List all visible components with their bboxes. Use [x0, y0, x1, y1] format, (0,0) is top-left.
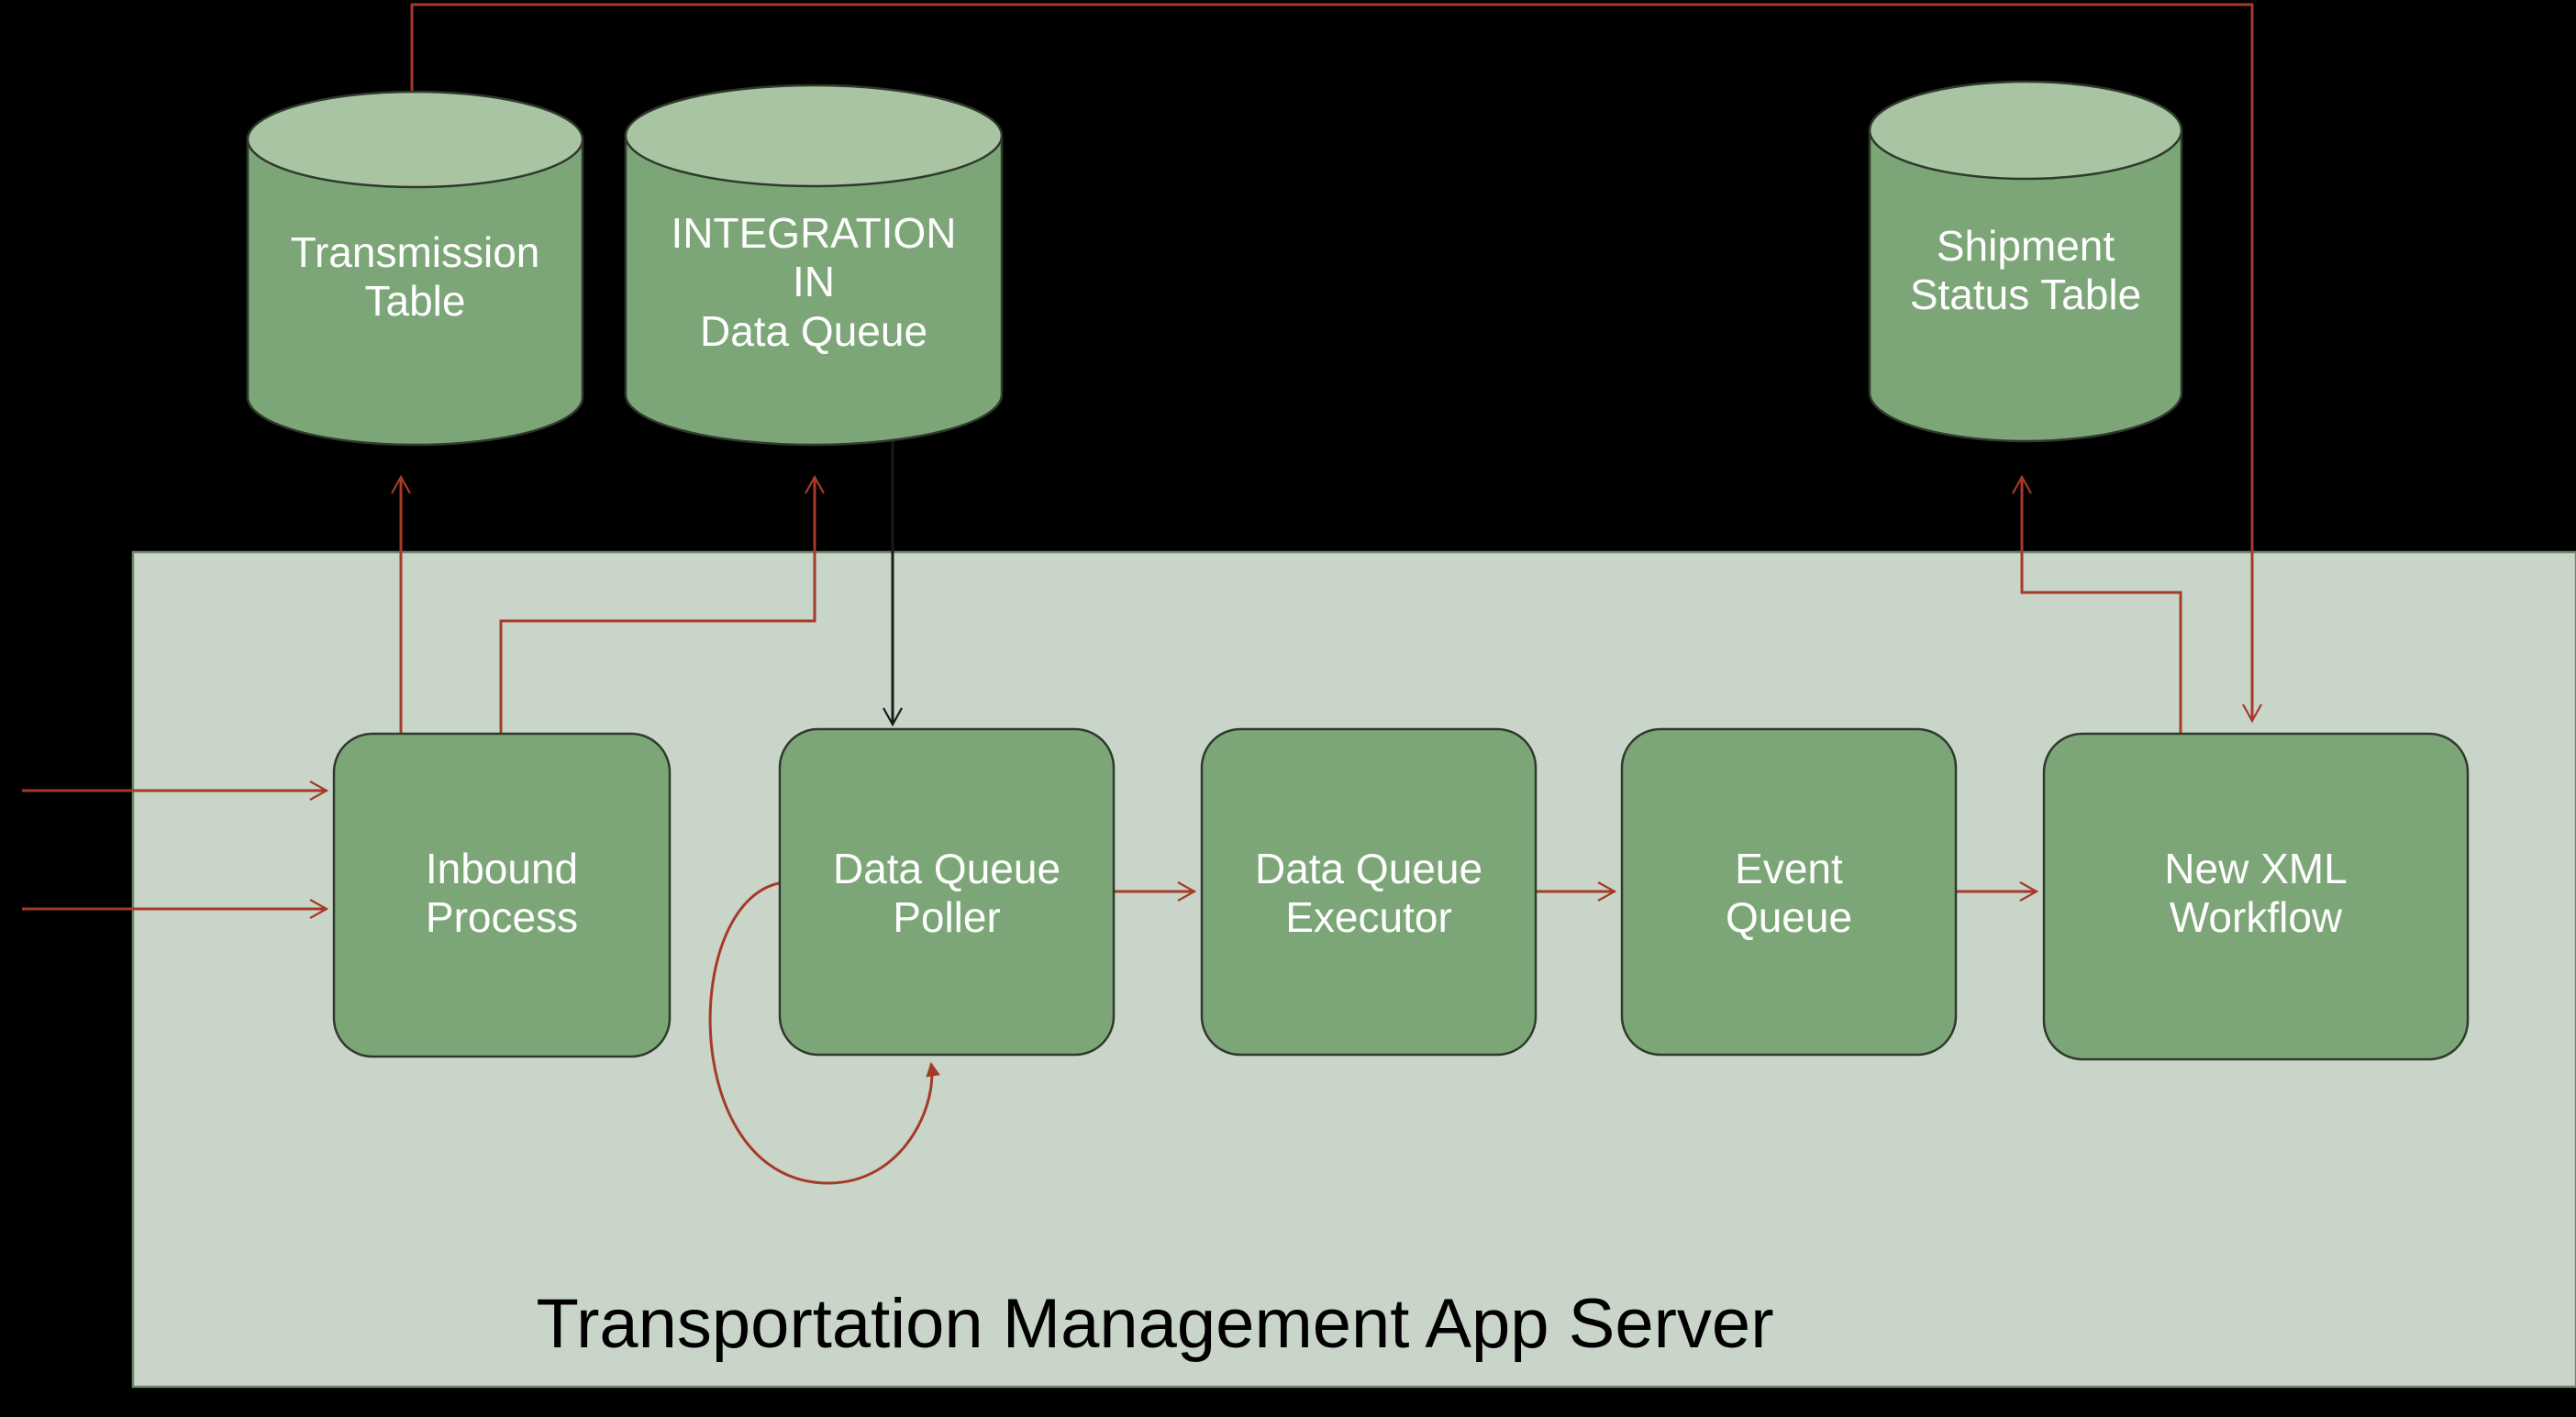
node-inbound-process[interactable] — [332, 732, 672, 1058]
integration-in-top — [624, 83, 1004, 188]
shipment-status-table-top — [1868, 80, 2183, 181]
node-data-queue-poller[interactable] — [778, 727, 1116, 1057]
node-integration-in-data-queue[interactable] — [624, 83, 1004, 447]
app-server-title: Transportation Management App Server — [536, 1285, 1774, 1363]
integration-in-body — [624, 134, 1004, 447]
node-new-xml-workflow[interactable] — [2042, 732, 2470, 1061]
connection-layer — [22, 3, 2262, 1185]
connector-workflow-to-shipment-status-table — [2012, 474, 2182, 734]
node-transmission-table[interactable] — [246, 90, 584, 447]
shipment-status-table-body — [1868, 128, 2183, 443]
node-shipment-status-table[interactable] — [1868, 80, 2183, 443]
node-data-queue-executor[interactable] — [1200, 727, 1538, 1057]
node-event-queue[interactable] — [1620, 727, 1958, 1057]
connector-inbound-to-integration-in — [499, 474, 825, 734]
transmission-table-top — [246, 90, 584, 189]
connector-poller-self-loop — [708, 880, 940, 1185]
process-nodes — [332, 727, 2470, 1061]
transmission-table-body — [246, 138, 584, 447]
database-nodes — [246, 80, 2183, 447]
